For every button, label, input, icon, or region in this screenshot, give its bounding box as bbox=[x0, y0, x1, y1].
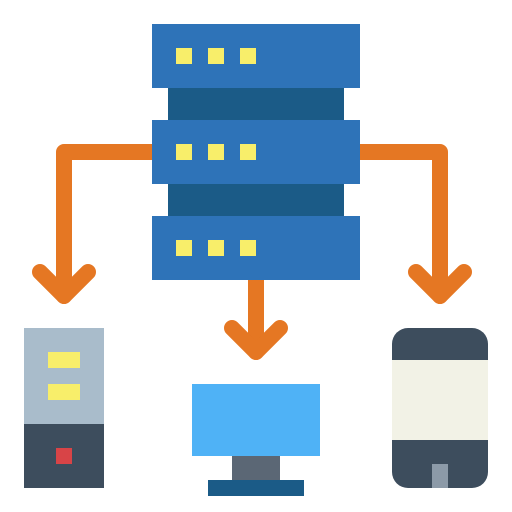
server-led bbox=[176, 240, 192, 256]
server-led bbox=[208, 48, 224, 64]
monitor-stand bbox=[232, 456, 280, 480]
desktop-tower-icon bbox=[24, 328, 104, 488]
monitor-screen bbox=[192, 384, 320, 456]
server-led bbox=[208, 144, 224, 160]
monitor-base bbox=[208, 480, 304, 496]
tower-power-button bbox=[56, 448, 72, 464]
arrow-to-tower bbox=[32, 144, 168, 304]
monitor-icon bbox=[192, 384, 320, 496]
server-connector-lower bbox=[168, 184, 344, 216]
arrow-to-phone bbox=[344, 144, 472, 304]
server-rack-icon bbox=[152, 24, 360, 280]
server-led bbox=[240, 48, 256, 64]
tower-drive-bay bbox=[48, 384, 80, 400]
server-led bbox=[240, 144, 256, 160]
arrow-to-tower-head bbox=[32, 264, 96, 304]
phone-home-button bbox=[432, 464, 448, 488]
server-connector-upper bbox=[168, 88, 344, 120]
server-led bbox=[208, 240, 224, 256]
tower-upper-panel bbox=[24, 328, 104, 424]
tower-drive-bay bbox=[48, 352, 80, 368]
phone-screen bbox=[392, 360, 488, 440]
arrow-to-phone-head bbox=[408, 264, 472, 304]
server-led bbox=[176, 144, 192, 160]
server-led bbox=[240, 240, 256, 256]
arrow-to-monitor-head bbox=[224, 320, 288, 360]
arrow-to-monitor bbox=[224, 264, 288, 360]
arrow-to-phone-line bbox=[344, 144, 448, 304]
arrow-to-tower-line bbox=[56, 144, 168, 304]
smartphone-icon bbox=[392, 328, 488, 488]
server-led bbox=[176, 48, 192, 64]
